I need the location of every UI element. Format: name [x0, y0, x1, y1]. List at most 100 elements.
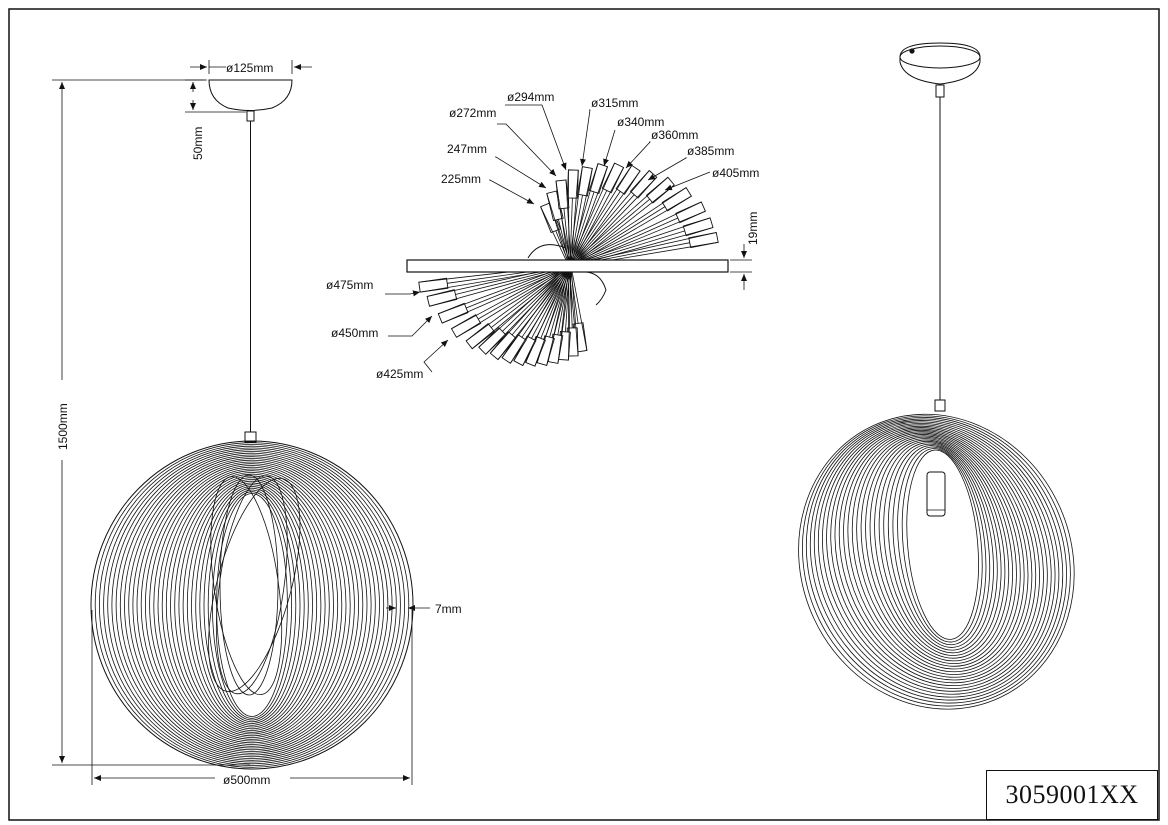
- inner-ring: [219, 474, 279, 696]
- shade-ring: [186, 480, 318, 730]
- product-code: 3059001XX: [1005, 780, 1139, 809]
- rod-line: [569, 265, 579, 324]
- rod-line: [569, 198, 650, 267]
- upper-ring-label: ø340mm: [617, 115, 664, 129]
- shade-ring: [178, 477, 326, 733]
- shade-ring: [132, 458, 372, 752]
- shade-ring: [170, 473, 334, 737]
- rod-tip: [645, 176, 675, 204]
- overall-height-label: 1500mm: [56, 403, 70, 450]
- perspective-ring: [830, 425, 1044, 687]
- shade-ring: [128, 456, 376, 754]
- rod-tip: [426, 289, 458, 307]
- lower-ring-fan: [418, 264, 588, 367]
- shade-ring: [115, 451, 389, 759]
- shade-ring: [182, 479, 322, 731]
- perspective-ring: [878, 440, 1002, 656]
- inner-ring: [208, 477, 301, 692]
- hub-upper: [527, 244, 567, 259]
- perspective-ring: [843, 429, 1033, 678]
- perspective-ring: [901, 448, 983, 643]
- shade-diameter-label: ø500mm: [223, 773, 270, 787]
- perspective-ring: [892, 445, 991, 648]
- lower-ring-label: ø425mm: [376, 367, 423, 381]
- shade-ring: [124, 454, 380, 756]
- upper-ring-label: ø385mm: [687, 144, 734, 158]
- shade-ring: [207, 489, 297, 721]
- shade-ring: [149, 465, 355, 745]
- perspective-ring: [798, 413, 1075, 710]
- rod-tip: [566, 169, 579, 199]
- upper-ring-label: ø360mm: [651, 128, 698, 142]
- perspective-ring: [906, 449, 979, 640]
- shade-ring: [157, 468, 347, 742]
- rod-tip: [546, 190, 564, 222]
- perspective-ring: [805, 417, 1067, 704]
- shade-ring: [191, 482, 313, 728]
- canopy-height-label: 50mm: [191, 127, 205, 160]
- perspective-ring: [834, 427, 1041, 684]
- upper-ring-label: 225mm: [441, 172, 481, 186]
- bulb-socket: [926, 471, 946, 517]
- rod-line: [478, 265, 571, 320]
- perspective-ring: [860, 435, 1017, 667]
- rib-width-label: 7mm: [435, 602, 462, 616]
- lamp-holder-cap: [244, 431, 257, 443]
- perspective-ring: [851, 432, 1025, 673]
- rod-tip: [661, 186, 693, 212]
- shade-ring: [161, 470, 343, 740]
- shade-perspective: [798, 413, 1075, 710]
- perspective-ring: [802, 415, 1071, 707]
- rod-tip: [688, 231, 719, 249]
- rod-tip: [682, 217, 714, 237]
- shade-ring: [140, 461, 364, 749]
- upper-ring-label: 247mm: [447, 142, 487, 156]
- hub-lower: [579, 271, 607, 306]
- lower-ring-label: ø475mm: [326, 278, 373, 292]
- front-view: ø125mm 50mm 1500mm ø500mm 7mm: [52, 60, 462, 787]
- inner-ring: [210, 476, 283, 696]
- canopy-diameter-label: ø125mm: [226, 61, 273, 75]
- rod-tip: [465, 322, 495, 350]
- shade-ring: [144, 463, 359, 747]
- rod-line: [569, 194, 635, 267]
- perspective-ring: [874, 439, 1006, 659]
- shade-ring: [203, 487, 301, 723]
- shade-ring: [119, 452, 385, 758]
- canopy: [208, 79, 293, 111]
- rod-line: [569, 217, 678, 267]
- shade-ring: [103, 445, 401, 765]
- perspective-ring: [883, 442, 998, 654]
- perspective-ring: [869, 438, 1010, 662]
- perspective-ring: [897, 446, 987, 646]
- perspective-ring: [887, 443, 994, 651]
- rod-line: [466, 265, 571, 309]
- shade-ring: [199, 486, 305, 724]
- rod-line: [569, 206, 666, 267]
- perspective-ring: [813, 420, 1060, 698]
- shade-ring: [216, 493, 288, 717]
- sheet-border: [8, 8, 1160, 821]
- shade-ring: [107, 447, 397, 763]
- shade-front: [90, 440, 414, 770]
- shade-ring: [211, 491, 292, 719]
- shade-ring: [153, 466, 351, 744]
- perspective-ring: [847, 431, 1029, 675]
- upper-ring-fan: [540, 162, 719, 268]
- rod-tip: [601, 162, 625, 194]
- lower-ring-label: ø450mm: [331, 326, 378, 340]
- perspective-ring: [838, 428, 1037, 681]
- inner-ring: [216, 475, 288, 695]
- rod-tip: [437, 302, 469, 324]
- rod-line: [569, 190, 608, 267]
- rod-tip: [615, 164, 641, 195]
- product-code-box: 3059001XX: [986, 770, 1158, 820]
- shade-ring: [174, 475, 330, 735]
- cord-clamp: [246, 110, 255, 122]
- upper-ring-label: ø272mm: [449, 106, 496, 120]
- upper-ring-label: ø315mm: [591, 96, 638, 110]
- upper-ring-label: ø405mm: [712, 166, 759, 180]
- rod-tip: [540, 202, 561, 234]
- shade-ring: [136, 459, 368, 751]
- rod-line: [569, 191, 621, 267]
